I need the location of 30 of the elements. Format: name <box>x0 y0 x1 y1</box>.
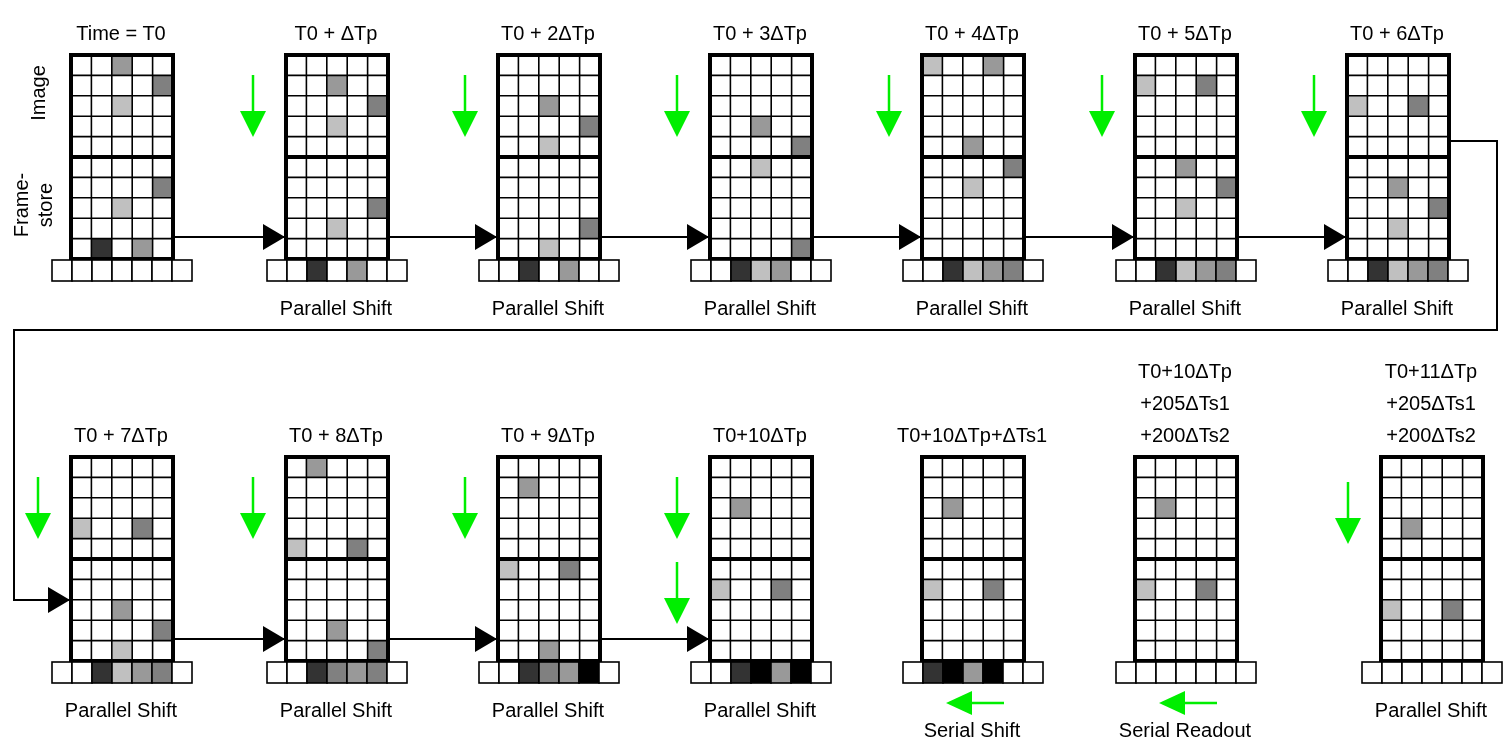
arrow <box>13 140 1498 613</box>
node-label: Parallel Shift <box>491 699 605 721</box>
time-label: T0 + 7ΔTp <box>74 423 168 448</box>
node-label: Parallel Shift <box>1340 297 1454 319</box>
node-label: Parallel Shift <box>279 699 393 721</box>
time-label: Time = T0 <box>76 21 166 46</box>
time-label: T0 + 6ΔTp <box>1350 21 1444 46</box>
node-label: Parallel Shift <box>491 297 605 319</box>
time-label: T0 + 4ΔTp <box>925 21 1019 46</box>
time-label: T0 + ΔTp <box>294 21 378 46</box>
node-label: Parallel Shift <box>703 297 817 319</box>
time-label: T0+11ΔTp +205ΔTs1 +200ΔTs2 <box>1383 359 1479 448</box>
node-label: Parallel Shift <box>64 699 178 721</box>
area-label: Frame-store <box>9 171 57 240</box>
node-label: Parallel Shift <box>1374 699 1488 721</box>
time-label: T0+10ΔTp +205ΔTs1 +200ΔTs2 <box>1137 359 1233 448</box>
node-label: Parallel Shift <box>1128 297 1242 319</box>
time-label: T0 + 3ΔTp <box>713 21 807 46</box>
node-label: Parallel Shift <box>703 699 817 721</box>
time-label: T0 + 8ΔTp <box>289 423 383 448</box>
time-label: T0 + 2ΔTp <box>501 21 595 46</box>
time-label: T0 + 5ΔTp <box>1138 21 1232 46</box>
time-label: T0+10ΔTp <box>713 423 807 448</box>
node-label: Parallel Shift <box>279 297 393 319</box>
time-label: T0+10ΔTp+ΔTs1 <box>896 423 1048 448</box>
area-label: Image <box>26 64 50 123</box>
node-label: Serial Readout <box>1118 719 1252 741</box>
node-label: Parallel Shift <box>915 297 1029 319</box>
node-label: Serial Shift <box>923 719 1021 741</box>
time-label: T0 + 9ΔTp <box>501 423 595 448</box>
